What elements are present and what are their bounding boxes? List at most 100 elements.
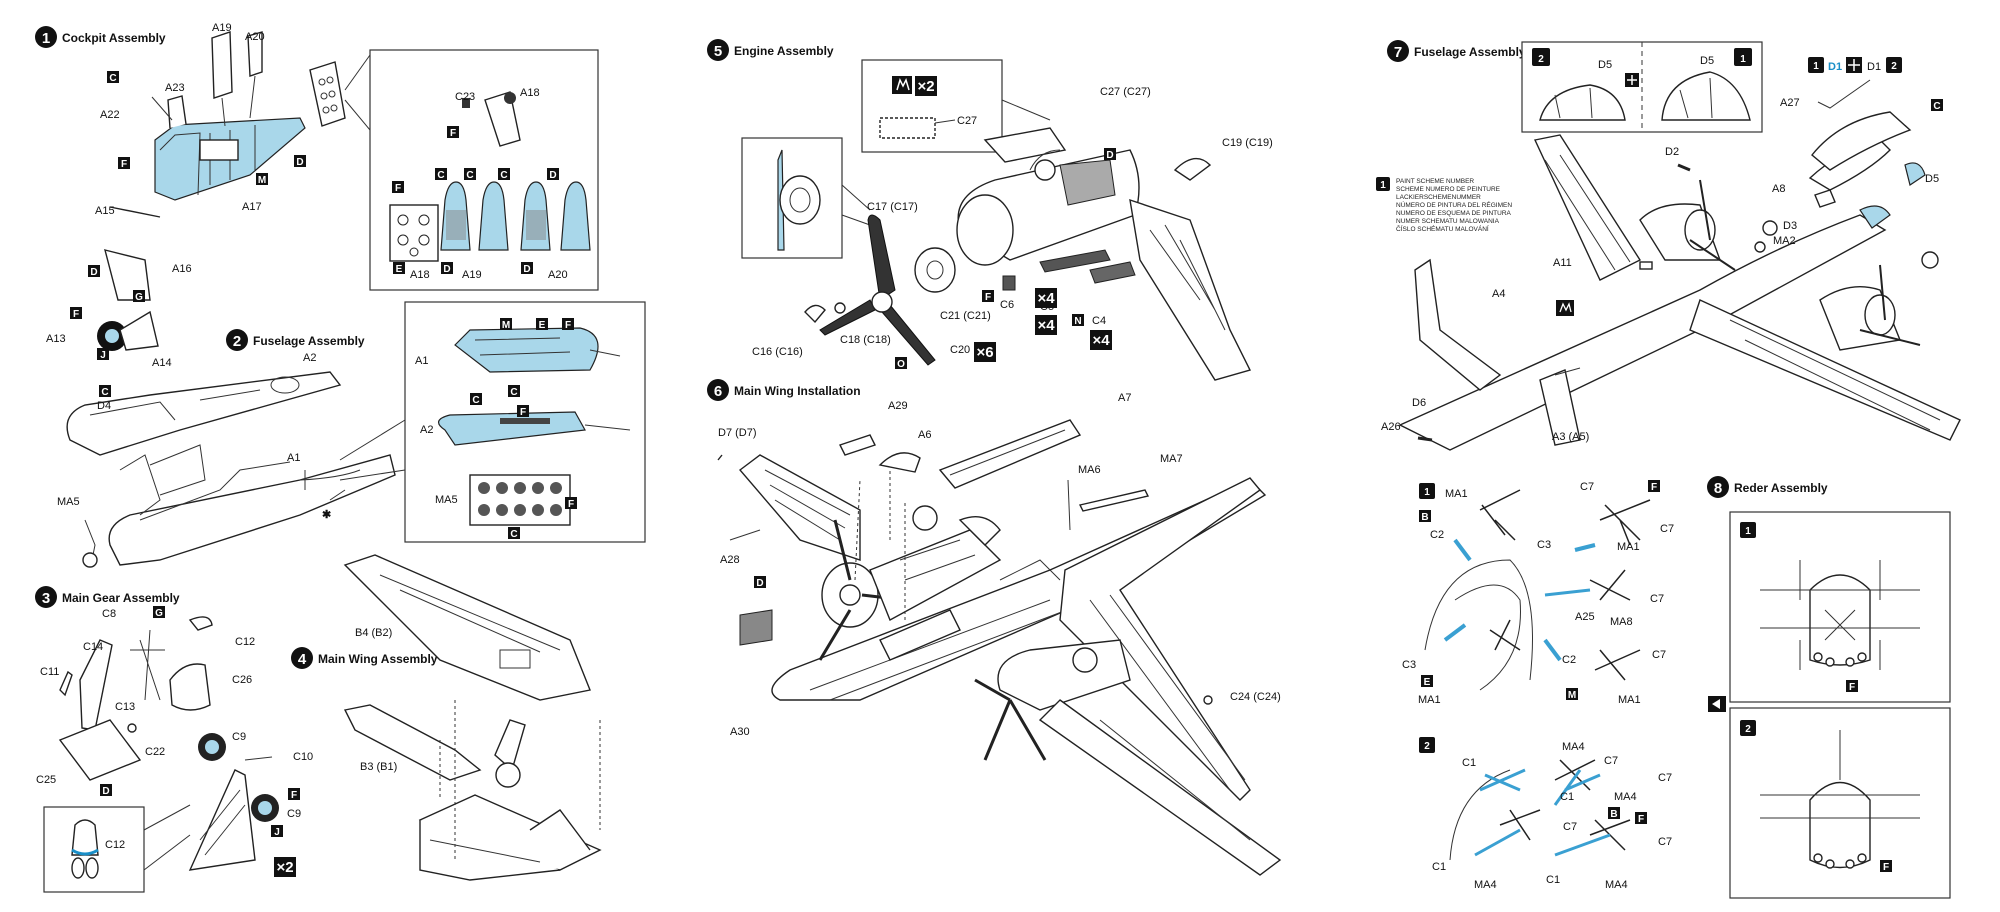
marker-c-6: C — [510, 387, 517, 398]
label-c7-top: C7 — [1660, 523, 1674, 535]
part-d-panel — [739, 609, 773, 646]
prop-disc-c21 — [914, 247, 956, 293]
gear-strut-small — [104, 249, 151, 301]
svg-text:2: 2 — [1424, 741, 1430, 752]
multiplier-x2-a: ×2 — [276, 859, 293, 876]
label-ma8: MA8 — [1610, 616, 1633, 628]
label-a2: A2 — [303, 352, 316, 364]
marker-d-6: D — [102, 786, 109, 797]
label-ma4-c: MA4 — [1474, 879, 1497, 891]
svg-text:1: 1 — [1813, 61, 1819, 72]
label-d1: D1 — [1828, 61, 1842, 73]
marker-c-2: C — [437, 170, 444, 181]
part-a27 — [1811, 111, 1912, 171]
legend-line-6: NUMER SCHEMATU MALOWANIA — [1396, 218, 1500, 225]
step-badge-6 — [707, 379, 729, 401]
marker-c-5: C — [101, 387, 108, 398]
step-number-4: 4 — [298, 651, 307, 668]
svg-text:1: 1 — [1745, 526, 1751, 537]
canopy-variant-2 — [1539, 84, 1626, 121]
step-number-1: 1 — [42, 30, 50, 47]
label-c18: C18 (C18) — [840, 334, 891, 346]
marker-d-3: D — [549, 170, 556, 181]
prop-hub — [871, 291, 893, 313]
label-ma5: MA5 — [57, 496, 80, 508]
part-a6 — [878, 452, 921, 473]
exhaust-c4 — [1089, 261, 1136, 284]
marker-c-9: C — [1933, 101, 1940, 112]
spinner-c19 — [1173, 157, 1212, 181]
marker-j-2: J — [274, 827, 280, 838]
aircraft-tailplane — [1414, 258, 1502, 391]
marker-b: B — [1421, 512, 1428, 523]
label-c3: C3 — [1537, 539, 1551, 551]
step-badge-3 — [35, 586, 57, 608]
marker-f-4: F — [395, 183, 401, 194]
label-c7-c: C7 — [1652, 649, 1666, 661]
variant-badge-2 — [1419, 737, 1435, 753]
marker-f-5: F — [565, 320, 571, 331]
label-c21: C21 (C21) — [940, 310, 991, 322]
label-a1-b: A1 — [415, 355, 428, 367]
engine-lower — [997, 639, 1131, 711]
part-d2 — [1677, 163, 1691, 172]
label-a2-b: A2 — [420, 424, 433, 436]
label-c13: C13 — [115, 701, 135, 713]
label-a1: A1 — [287, 452, 300, 464]
label-a19: A19 — [212, 22, 232, 34]
label-d5-b: D5 — [1700, 55, 1714, 67]
prop-blade-1 — [867, 214, 896, 301]
svg-text:2: 2 — [1538, 54, 1544, 65]
engine-front-ring — [956, 194, 1014, 266]
marker-c-3: C — [466, 170, 473, 181]
svg-text:1: 1 — [1424, 487, 1430, 498]
gear-leg-c14 — [79, 639, 113, 731]
legend-line-4: NÚMERO DE PINTURA DEL RÉGIMEN — [1396, 200, 1512, 209]
label-a23: A23 — [165, 82, 185, 94]
label-c22: C22 — [145, 746, 165, 758]
step-title-5: Engine Assembly — [734, 44, 834, 58]
label-a30: A30 — [730, 726, 750, 738]
label-a8: A8 — [1772, 183, 1785, 195]
step-number-5: 5 — [714, 43, 722, 60]
label-a18-b: A18 — [410, 269, 430, 281]
label-c27-b: C27 (C27) — [1100, 86, 1151, 98]
label-d6: D6 — [1412, 397, 1426, 409]
gear-door-c26 — [169, 663, 211, 711]
section-2-fuselage: 2 Fuselage Assembly ✱ A2 D4 MA5 A1 C — [57, 301, 646, 568]
spinner-c16 — [804, 304, 826, 324]
label-c25: C25 — [36, 774, 56, 786]
label-c19: C19 (C19) — [1222, 137, 1273, 149]
label-c1-d: C1 — [1546, 874, 1560, 886]
label-a26: A26 — [1381, 421, 1401, 433]
section-7-fuselage-assembly: 7 Fuselage Assembly 2 D5 1 D5 1 D1 D1 2 … — [1376, 40, 1961, 451]
label-a14: A14 — [152, 357, 172, 369]
label-ma1: MA1 — [1445, 488, 1468, 500]
svg-text:2: 2 — [1891, 61, 1897, 72]
label-c26: C26 — [232, 674, 252, 686]
part-a29 — [839, 434, 876, 456]
gunsight-a18 — [484, 91, 521, 147]
label-c27: C27 — [957, 115, 977, 127]
wing-lower-b3 — [343, 704, 482, 781]
svg-text:1: 1 — [1380, 180, 1386, 191]
label-a27: A27 — [1780, 97, 1800, 109]
marker-f-9: F — [985, 292, 991, 303]
antenna-detail-variant-1: 1 MA1 C7 C2 C3 MA1 A25 MA8 C7 C3 C2 C7 M… — [1402, 480, 1674, 706]
label-c7-g: C7 — [1658, 836, 1672, 848]
seat — [199, 139, 239, 161]
multiplier-badge-x2-a — [274, 857, 296, 877]
label-ma1-d: MA1 — [1618, 694, 1641, 706]
label-d2: D2 — [1665, 146, 1679, 158]
label-c17: C17 (C17) — [867, 201, 918, 213]
marker-e: E — [396, 264, 403, 275]
legend-line-5: NUMERO DE ESQUEMA DE PINTURA — [1396, 210, 1512, 217]
multiplier-x4-c: ×4 — [1092, 332, 1110, 349]
label-d7: D7 (D7) — [718, 427, 757, 439]
label-a25: A25 — [1575, 611, 1595, 623]
legend-line-1: PAINT SCHEME NUMBER — [1396, 178, 1474, 185]
marker-d-2: D — [90, 267, 97, 278]
label-d1-b: D1 — [1867, 61, 1881, 73]
label-a22: A22 — [100, 109, 120, 121]
canopy-variant-1 — [1661, 71, 1751, 121]
